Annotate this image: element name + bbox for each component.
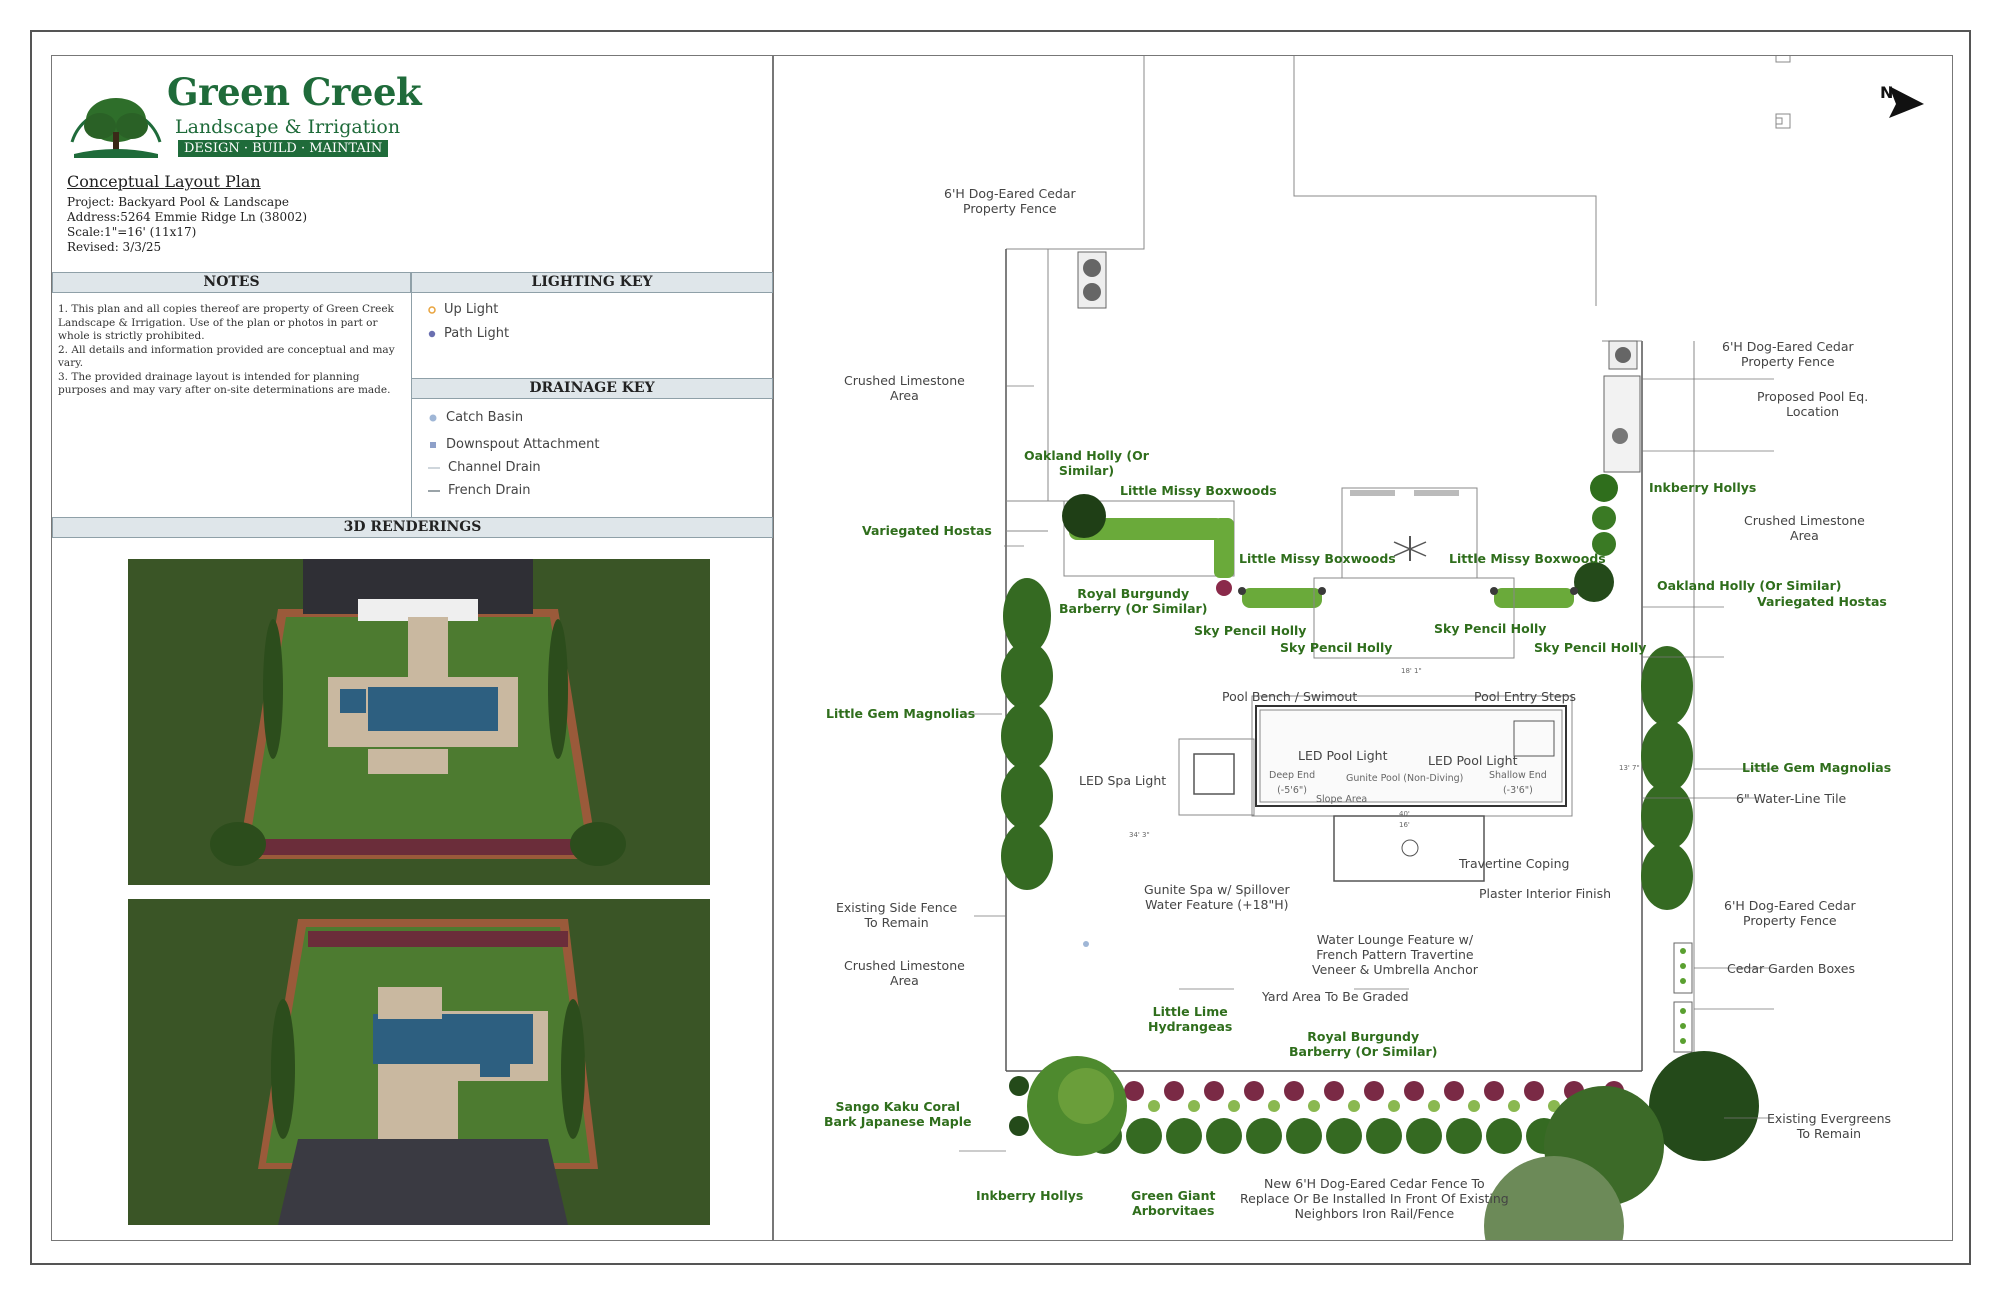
key-up-light: Up Light [428, 302, 498, 317]
label-little-lime: Little Lime Hydrangeas [1148, 1004, 1233, 1034]
downspout-icon [430, 441, 436, 448]
rendering-aerial-rear [128, 899, 710, 1225]
label-sango: Sango Kaku Coral Bark Japanese Maple [824, 1099, 972, 1129]
label-sky-pencil-3: Sky Pencil Holly [1434, 621, 1547, 636]
label-travertine: Travertine Coping [1459, 856, 1570, 871]
label-gem-right: Little Gem Magnolias [1742, 760, 1892, 775]
label-hostas-left: Variegated Hostas [862, 523, 992, 538]
label-plaster: Plaster Interior Finish [1479, 886, 1612, 901]
label-burgundy-top: Royal Burgundy Barberry (Or Similar) [1059, 586, 1208, 616]
key-path-light-label: Path Light [444, 326, 510, 341]
lighting-key-heading: LIGHTING KEY [411, 272, 773, 293]
channel-drain-icon [428, 466, 440, 469]
key-downspout: Downspout Attachment [428, 437, 600, 452]
renderings-heading: 3D RENDERINGS [52, 517, 773, 538]
key-channel-drain: Channel Drain [428, 460, 541, 475]
label-pool-eq: Proposed Pool Eq. Location [1757, 389, 1869, 419]
label-gunite-spa: Gunite Spa w/ Spillover Water Feature (+… [1144, 882, 1290, 912]
scale-line: Scale:1"=16' (11x17) [67, 225, 197, 239]
label-dim-right: 13' 7" [1619, 764, 1640, 772]
key-path-light: Path Light [428, 326, 509, 341]
label-inkberry-bottom: Inkberry Hollys [976, 1188, 1084, 1203]
address-line: Address:5264 Emmie Ridge Ln (38002) [67, 210, 308, 224]
label-led-pool-1: LED Pool Light [1298, 748, 1388, 763]
company-tagline: DESIGN · BUILD · MAINTAIN [178, 140, 389, 157]
label-crushed-right: Crushed Limestone Area [1744, 513, 1865, 543]
project-line: Project: Backyard Pool & Landscape [67, 195, 289, 209]
key-channel-drain-label: Channel Drain [448, 460, 541, 475]
label-sky-pencil-2: Sky Pencil Holly [1280, 640, 1393, 655]
key-catch-basin: Catch Basin [428, 410, 523, 425]
label-new-fence: New 6'H Dog-Eared Cedar Fence To Replace… [1240, 1176, 1509, 1221]
label-crushed-left-2: Crushed Limestone Area [844, 958, 965, 988]
label-pool-bench: Pool Bench / Swimout [1222, 689, 1358, 704]
label-waterline: 6" Water-Line Tile [1736, 791, 1847, 806]
notes-text: 1. This plan and all copies thereof are … [58, 303, 395, 396]
north-arrow-shape [1889, 86, 1924, 118]
label-dim-pool-width: 40' [1399, 810, 1410, 818]
label-fence-right-top: 6'H Dog-Eared Cedar Property Fence [1722, 339, 1854, 369]
label-gem-left: Little Gem Magnolias [826, 706, 976, 721]
catch-basin-icon [429, 414, 437, 421]
up-light-icon [428, 305, 436, 314]
label-crushed-left: Crushed Limestone Area [844, 373, 965, 403]
label-existing-side-fence: Existing Side Fence To Remain [836, 900, 958, 930]
label-gunite-pool: Gunite Pool (Non-Diving) [1346, 773, 1464, 784]
key-catch-basin-label: Catch Basin [446, 410, 524, 425]
plan-title: Conceptual Layout Plan [67, 172, 261, 191]
label-sky-pencil-1: Sky Pencil Holly [1194, 623, 1307, 638]
label-led-pool-2: LED Pool Light [1428, 753, 1518, 768]
drainage-key-heading: DRAINAGE KEY [411, 378, 773, 399]
label-dim-deck: 18' 1" [1401, 667, 1422, 675]
site-plan-drawing [959, 56, 1924, 1240]
label-fence-top: 6'H Dog-Eared Cedar Property Fence [944, 186, 1076, 216]
path-light-icon [428, 330, 436, 337]
label-oakland-right: Oakland Holly (Or Similar) [1657, 578, 1842, 593]
label-yard-graded: Yard Area To Be Graded [1262, 989, 1409, 1004]
label-slope-area: Slope Area [1316, 794, 1368, 805]
label-cedar-boxes: Cedar Garden Boxes [1727, 961, 1855, 976]
label-fence-right-bottom: 6'H Dog-Eared Cedar Property Fence [1724, 898, 1856, 928]
label-missy-mid-left: Little Missy Boxwoods [1239, 551, 1396, 566]
site-plan: N 6'H Dog-Eared Cedar Property Fence Cru… [773, 55, 1953, 1241]
notes-heading: NOTES [52, 272, 411, 293]
label-led-spa: LED Spa Light [1079, 773, 1167, 788]
label-burgundy-bottom: Royal Burgundy Barberry (Or Similar) [1289, 1029, 1438, 1059]
label-oakland-left: Oakland Holly (Or Similar) [1024, 448, 1149, 478]
label-dim-spa: 34' 3" [1129, 831, 1150, 839]
label-missy-top: Little Missy Boxwoods [1120, 483, 1277, 498]
label-missy-mid-right: Little Missy Boxwoods [1449, 551, 1606, 566]
rendering-image [128, 899, 710, 1225]
key-up-light-label: Up Light [444, 302, 499, 317]
label-sky-pencil-4: Sky Pencil Holly [1534, 640, 1647, 655]
company-name: Green Creek [167, 70, 422, 114]
north-arrow-label: N [1880, 83, 1894, 102]
revised-line: Revised: 3/3/25 [67, 240, 162, 254]
label-existing-evergreens: Existing Evergreens To Remain [1767, 1111, 1892, 1141]
rendering-aerial-front [128, 559, 710, 885]
company-subtitle: Landscape & Irrigation [175, 116, 401, 138]
key-french-drain-label: French Drain [448, 483, 531, 498]
sheet-border [30, 30, 1971, 1265]
label-pool-steps: Pool Entry Steps [1474, 689, 1577, 704]
rendering-image [128, 559, 710, 885]
label-shallow-end: Shallow End (-3'6") [1489, 770, 1547, 796]
label-water-lounge: Water Lounge Feature w/ French Pattern T… [1312, 932, 1478, 977]
title-block: Green Creek Landscape & Irrigation DESIG… [51, 55, 773, 1241]
french-drain-icon [428, 489, 440, 492]
label-hostas-right: Variegated Hostas [1757, 594, 1887, 609]
tree-logo-icon [70, 98, 162, 158]
label-dim-pool-inner: 16' [1399, 821, 1410, 829]
label-inkberry-right: Inkberry Hollys [1649, 480, 1757, 495]
label-deep-end: Deep End (-5'6") [1269, 770, 1316, 796]
key-french-drain: French Drain [428, 483, 531, 498]
label-green-giant: Green Giant Arborvitaes [1131, 1188, 1216, 1218]
key-downspout-label: Downspout Attachment [446, 437, 600, 452]
